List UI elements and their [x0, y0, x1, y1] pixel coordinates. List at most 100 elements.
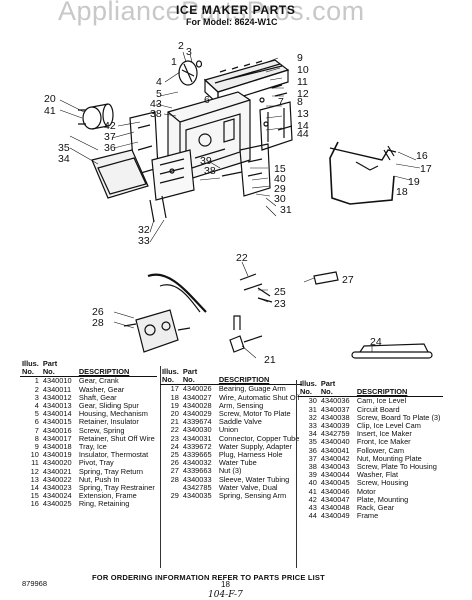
- callout-2: 2: [178, 40, 184, 52]
- callout-1: 1: [171, 56, 177, 68]
- callout-26: 26: [92, 306, 104, 318]
- callout-11: 11: [297, 76, 308, 88]
- callout-38: 38: [150, 108, 162, 120]
- callout-15: 15: [274, 163, 286, 175]
- callout-36: 36: [104, 142, 116, 154]
- callout-24: 24: [370, 336, 382, 348]
- callout-28: 28: [92, 317, 104, 329]
- sensing-arm-drawing: [329, 141, 395, 205]
- watermark: AppliancePartsPros.com: [58, 0, 365, 26]
- callout-17: 17: [420, 163, 432, 175]
- handwritten-note: 104-F-7: [208, 590, 243, 600]
- callout-19: 19: [408, 176, 420, 188]
- callout-12: 12: [297, 88, 309, 100]
- callout-34: 34: [58, 153, 70, 165]
- callout-29: 29: [274, 183, 286, 195]
- callout-21: 21: [264, 354, 276, 366]
- callout-35: 35: [58, 142, 70, 154]
- callout-5: 5: [156, 88, 162, 100]
- callout-31: 31: [280, 204, 292, 216]
- water-tube-drawing: [147, 273, 207, 313]
- callout-13: 13: [297, 108, 309, 120]
- callout-41: 41: [44, 105, 56, 117]
- callout-14: 14: [297, 120, 309, 132]
- water-valve-drawing: [123, 309, 191, 353]
- callout-40: 40: [274, 173, 286, 185]
- callout-20: 20: [44, 93, 56, 105]
- header-illus: Illus.: [22, 359, 39, 368]
- callout-39: 39: [200, 155, 212, 167]
- callout-16: 16: [416, 150, 428, 162]
- callout-30: 30: [274, 193, 286, 205]
- callout-4: 4: [156, 76, 162, 88]
- callout-32: 32: [138, 224, 150, 236]
- column-divider: [160, 366, 161, 568]
- callout-10: 10: [297, 64, 309, 76]
- header-part: Part: [42, 359, 58, 368]
- callout-44: 44: [297, 128, 309, 140]
- callout-37: 37: [104, 131, 116, 143]
- callout-9: 9: [297, 52, 303, 64]
- motor-drawing: [78, 103, 114, 130]
- callout-7: 7: [278, 96, 284, 108]
- callout-42: 42: [104, 120, 116, 132]
- callout-27: 27: [342, 274, 354, 286]
- callout-43: 43: [150, 98, 162, 110]
- header-no: No.: [22, 367, 34, 377]
- document-code: 879968: [22, 579, 48, 588]
- header-part-no: No.: [42, 367, 55, 377]
- callout-22: 22: [236, 252, 248, 264]
- callout-23: 23: [274, 298, 286, 310]
- page-title: ICE MAKER PARTS: [176, 3, 296, 17]
- callout-6: 6: [204, 94, 210, 106]
- exploded-diagram: [59, 51, 433, 359]
- callout-18: 18: [396, 186, 408, 198]
- callout-25: 25: [274, 286, 286, 298]
- page-number: 18: [221, 580, 230, 589]
- callout-3: 3: [186, 46, 192, 58]
- callout-33: 33: [138, 235, 150, 247]
